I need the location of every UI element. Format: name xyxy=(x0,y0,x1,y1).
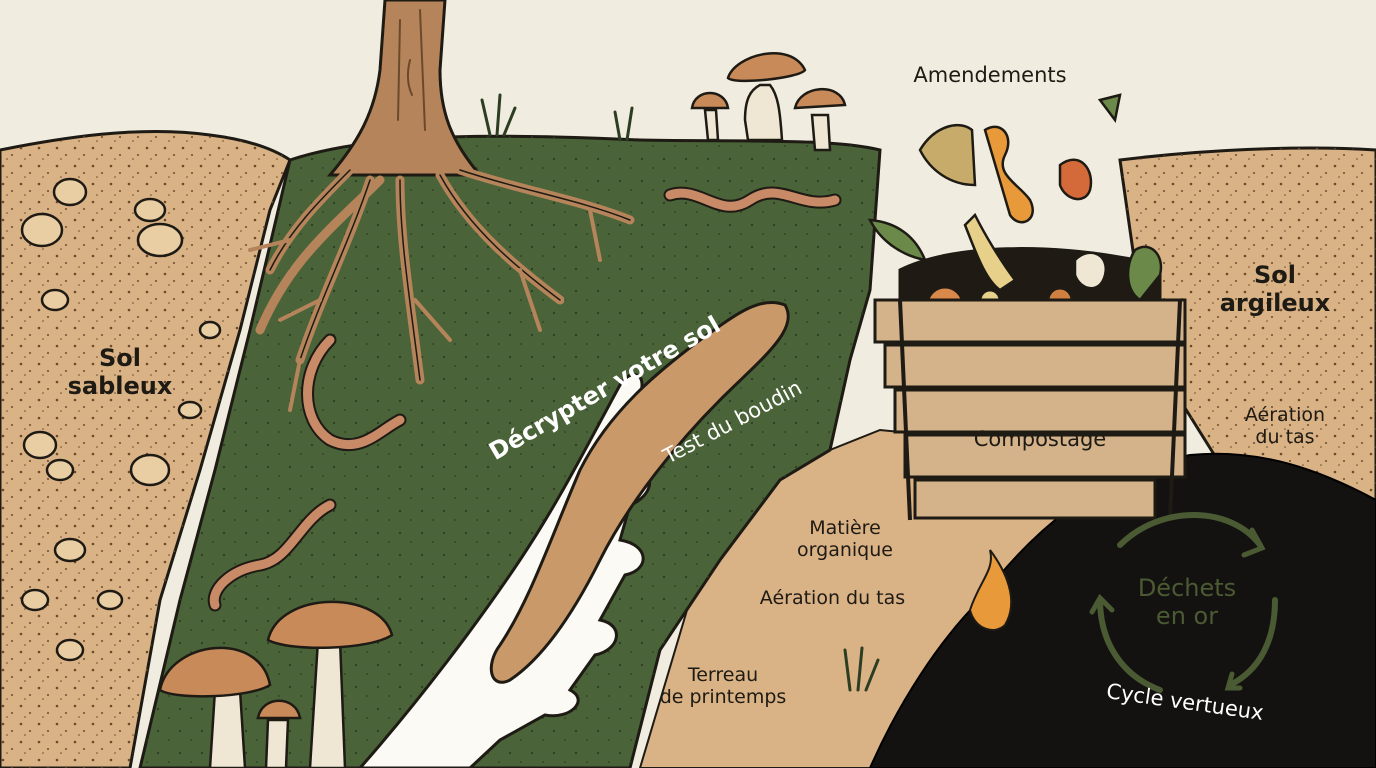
organic-matter-label: Matière organique xyxy=(797,517,893,561)
cycle-arrows-icon xyxy=(1089,512,1278,693)
aeration-right-label: Aération du tas xyxy=(1244,404,1326,448)
soil-sausage-icon xyxy=(489,300,790,684)
earthworm-icon xyxy=(207,186,842,612)
mushroom-icon xyxy=(690,52,847,152)
amendments-label: Amendements xyxy=(913,63,1067,87)
aeration-center-label: Aération du tas xyxy=(759,587,906,609)
tree-roots-icon xyxy=(248,0,635,412)
gold-waste-label: Déchets en or xyxy=(1137,574,1237,630)
composting-label: Compostage xyxy=(973,427,1107,451)
clay-soil-label: Sol argileux xyxy=(1219,261,1331,317)
food-scraps-icon xyxy=(867,93,1163,302)
compost-crate-icon xyxy=(873,247,1187,521)
mushroom-icon-bottom xyxy=(158,600,394,768)
sandy-soil-label: Sol sableux xyxy=(67,344,173,400)
spring-compost-label: Terreau de printemps xyxy=(659,664,787,708)
